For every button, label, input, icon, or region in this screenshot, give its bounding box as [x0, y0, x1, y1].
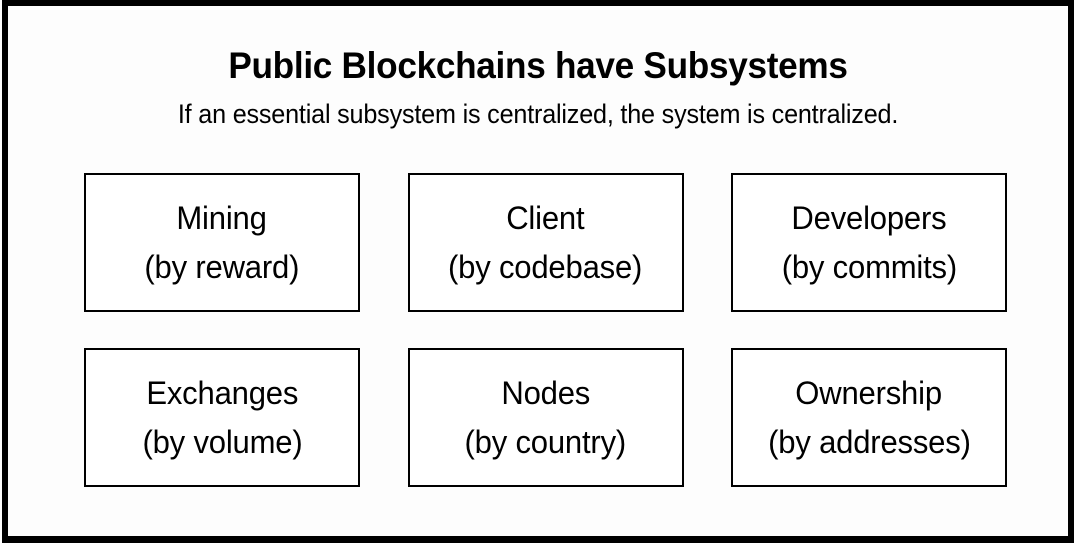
page-title: Public Blockchains have Subsystems	[228, 45, 848, 86]
subsystem-name: Developers	[791, 199, 947, 236]
subsystem-box-client: Client (by codebase)	[407, 173, 684, 312]
subsystem-grid: Mining (by reward) Client (by codebase) …	[84, 173, 1007, 487]
subsystem-box-exchanges: Exchanges (by volume)	[84, 348, 360, 487]
subsystem-name: Mining	[176, 199, 268, 236]
subsystem-metric: (by reward)	[144, 248, 300, 285]
slide-subtitle: If an essential subsystem is centralized…	[177, 99, 899, 129]
subsystem-name: Ownership	[795, 374, 943, 411]
subsystem-metric: (by codebase)	[448, 248, 643, 285]
subsystem-metric: (by volume)	[141, 423, 303, 460]
subsystem-box-mining: Mining (by reward)	[84, 173, 360, 312]
subsystem-metric: (by commits)	[781, 248, 957, 285]
subsystem-name: Client	[506, 199, 585, 236]
subsystem-name: Nodes	[501, 374, 590, 411]
subsystem-name: Exchanges	[146, 374, 298, 411]
subsystem-box-nodes: Nodes (by country)	[407, 348, 684, 487]
subsystem-metric: (by country)	[464, 423, 627, 460]
subsystem-box-ownership: Ownership (by addresses)	[731, 348, 1007, 487]
subsystem-metric: (by addresses)	[767, 423, 971, 460]
subsystem-box-developers: Developers (by commits)	[731, 173, 1007, 312]
